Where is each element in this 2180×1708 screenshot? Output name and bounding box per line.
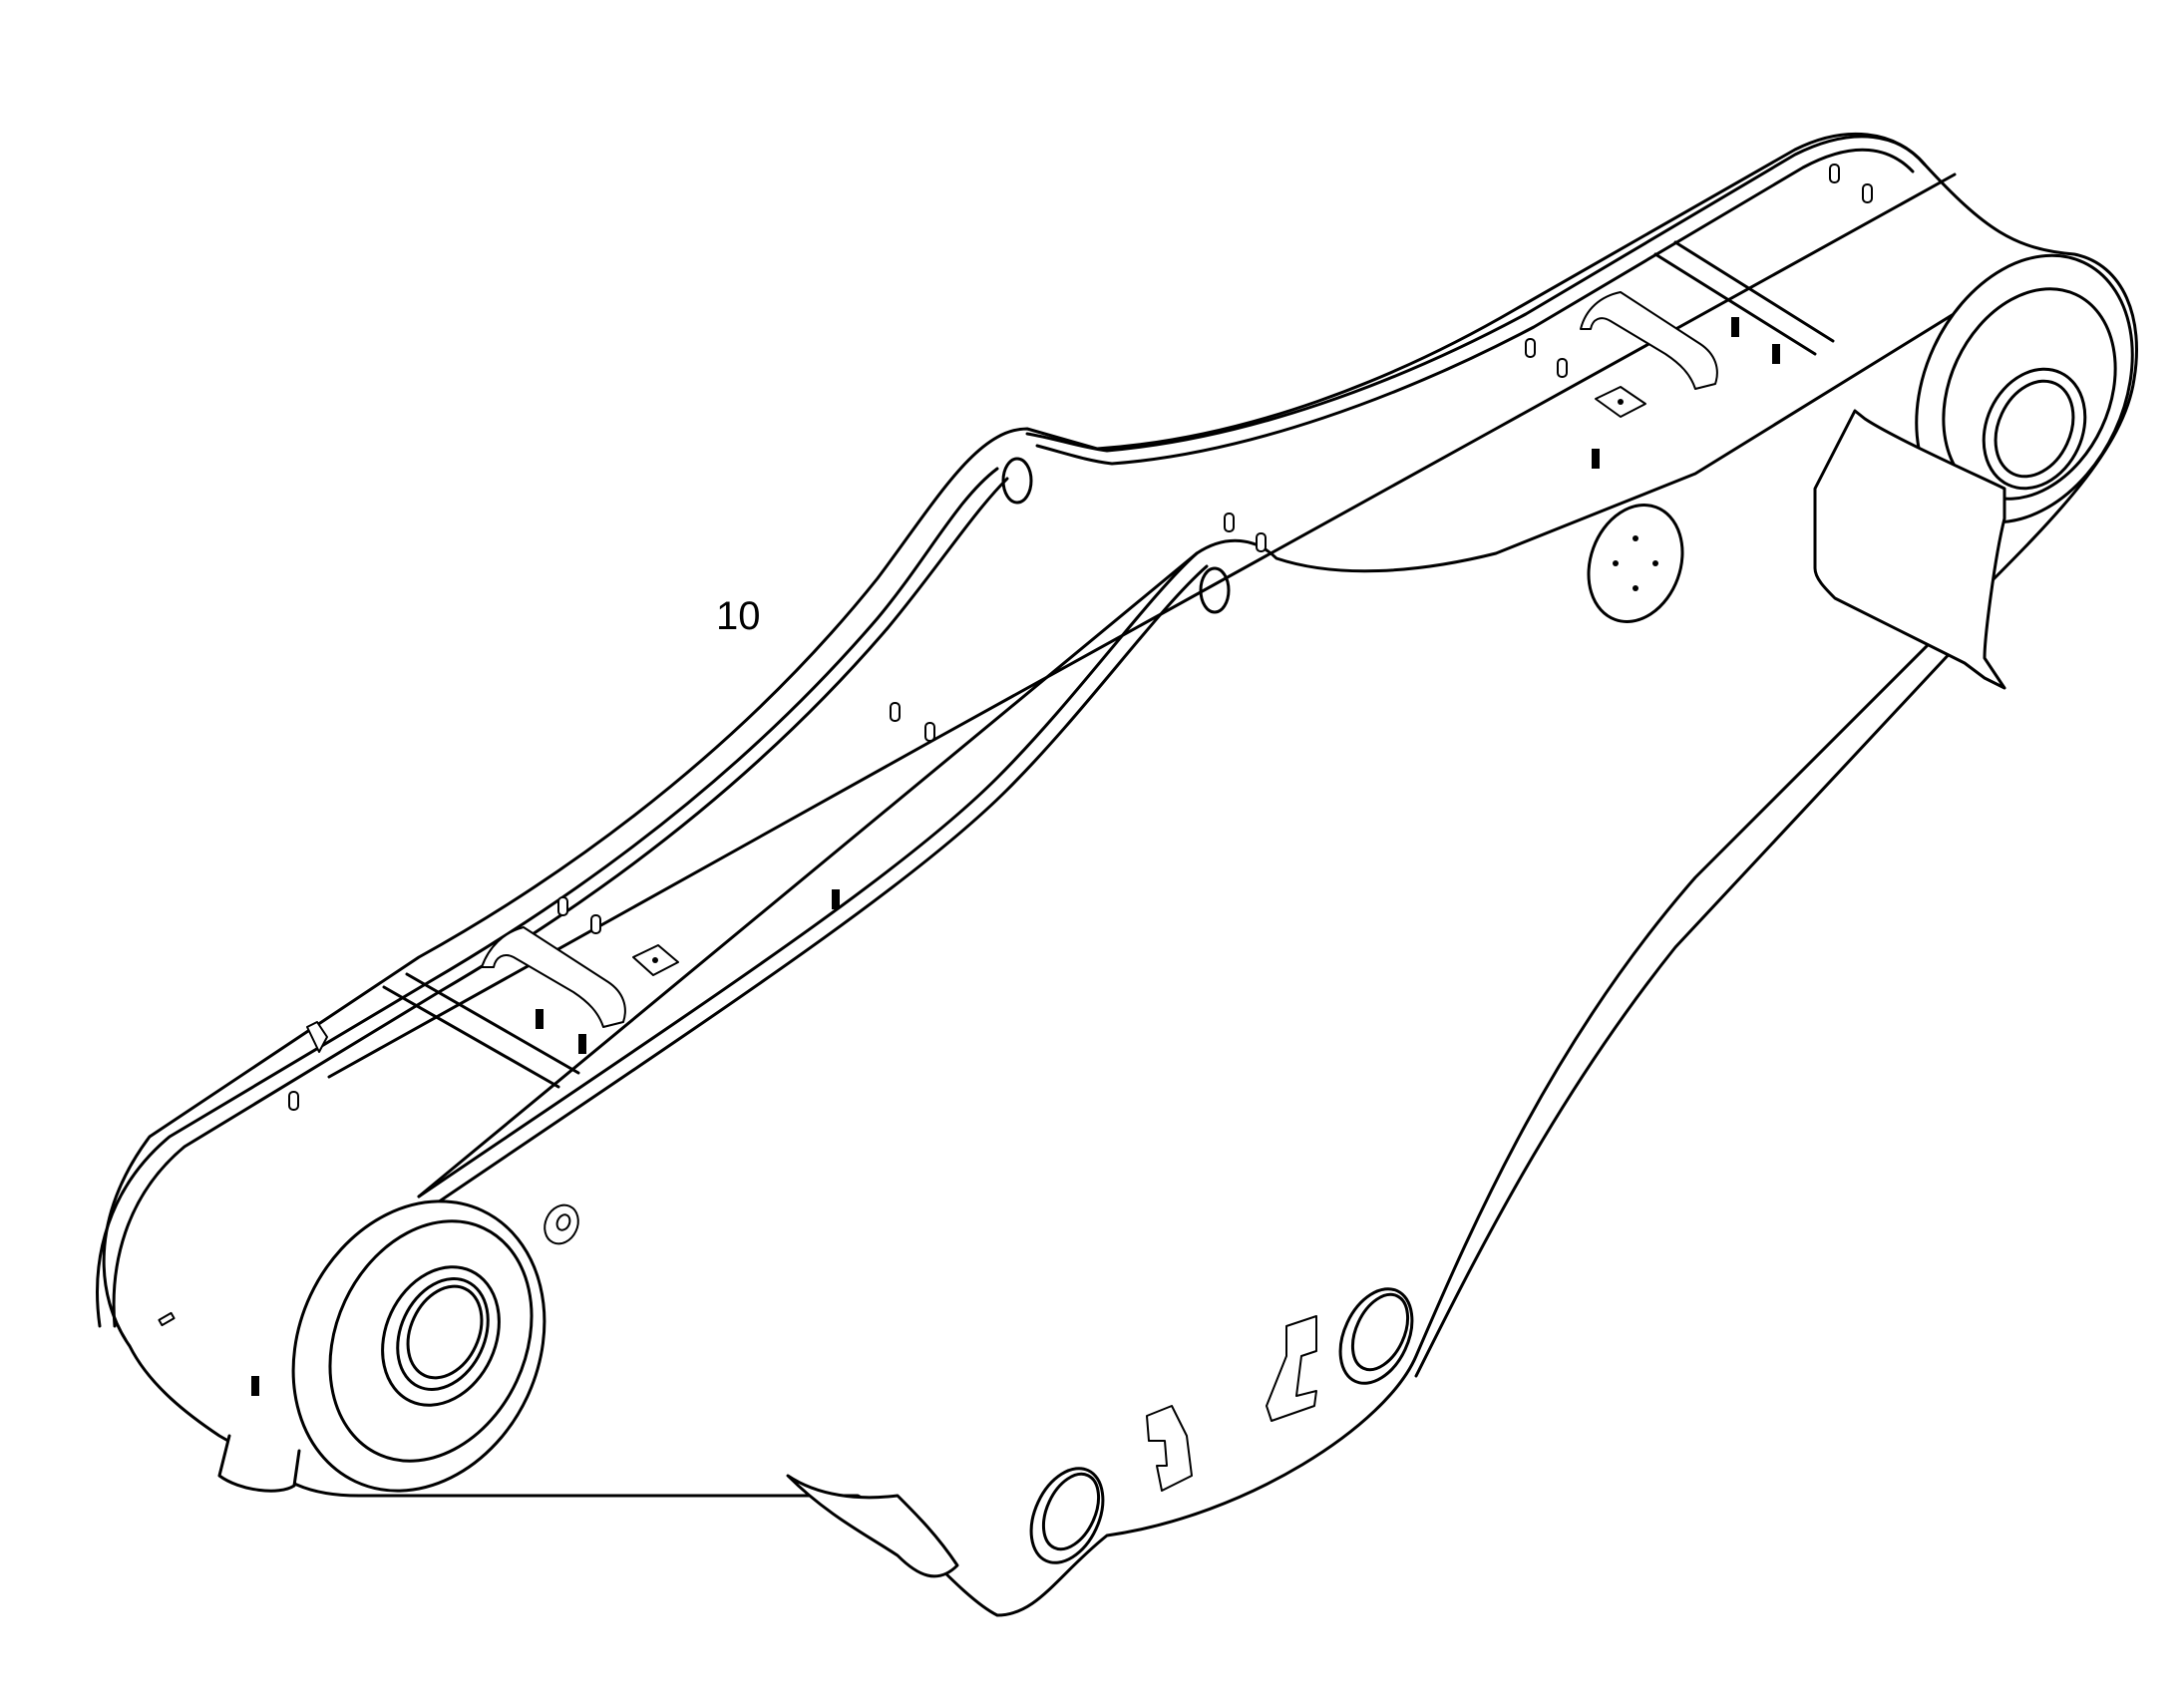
upper-hole-right bbox=[1199, 566, 1231, 614]
hex-nut bbox=[544, 1203, 579, 1245]
flange-studs bbox=[288, 164, 1873, 1111]
side-plate-lower-curve-2 bbox=[427, 564, 1209, 1210]
top-plate-diagonal-back bbox=[327, 172, 1957, 1079]
lower-pin-hole-1 bbox=[1029, 1467, 1105, 1564]
left-pivot-boss bbox=[291, 1199, 546, 1493]
top-flange-outer-edge bbox=[96, 467, 999, 1328]
round-cover-plate bbox=[1587, 504, 1684, 623]
saddle-bracket-right bbox=[1580, 291, 1718, 390]
saddle-bracket-left bbox=[481, 926, 626, 1028]
top-plate-diagonal-front bbox=[417, 262, 2036, 1198]
lifting-eye bbox=[306, 1021, 328, 1053]
arm-body-outline bbox=[102, 132, 2138, 1617]
side-plate-lower-curve bbox=[417, 551, 1199, 1198]
upper-hole-left bbox=[1001, 457, 1033, 505]
part-callout-label: 10 bbox=[716, 594, 761, 638]
cylinder-stub-left bbox=[217, 1434, 301, 1493]
small-pin bbox=[158, 1311, 176, 1327]
hook-bracket-2 bbox=[1266, 1315, 1317, 1422]
cross-member-right bbox=[1653, 240, 1835, 356]
top-flange-inner-edge bbox=[112, 477, 1009, 1328]
hook-bracket-1 bbox=[1146, 1405, 1193, 1492]
guard-plate-bracket bbox=[1813, 409, 2006, 690]
top-flange-back-edge-2 bbox=[1035, 148, 1915, 466]
screws bbox=[251, 317, 1780, 1396]
cross-member-left bbox=[382, 972, 580, 1089]
lower-drum bbox=[786, 1474, 959, 1578]
top-flange-back-edge bbox=[1025, 135, 1927, 453]
right-diagonal-edge bbox=[1414, 646, 1957, 1378]
lower-pin-hole-2 bbox=[1338, 1287, 1414, 1385]
